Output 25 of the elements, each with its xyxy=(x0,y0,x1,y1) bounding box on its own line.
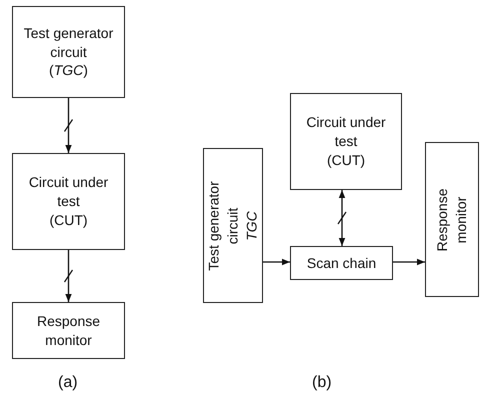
arrow xyxy=(64,98,73,153)
arrow xyxy=(64,250,73,302)
block-label: Response monitor xyxy=(433,186,470,254)
block-box xyxy=(290,246,393,280)
arrow xyxy=(263,258,290,266)
block-label: (CUT) xyxy=(49,210,88,230)
arrow xyxy=(338,190,346,246)
block-box xyxy=(203,148,263,303)
panel-label: (b) xyxy=(312,374,332,392)
block-box xyxy=(425,142,479,297)
panel-label: (a) xyxy=(58,374,78,392)
block-label: Test generator circuit xyxy=(22,24,114,62)
block-label: Circuit under test xyxy=(28,173,108,211)
block-box xyxy=(12,153,125,250)
block-label: TGC xyxy=(242,210,260,240)
block-label: (CUT) xyxy=(326,150,366,170)
block-box xyxy=(290,93,402,190)
block-label: Test generator circuit xyxy=(204,180,242,272)
block-box xyxy=(12,6,125,98)
block-box xyxy=(12,302,125,359)
block-label: Response monitor xyxy=(36,312,102,350)
block-label: Scan chain xyxy=(306,254,376,272)
arrow xyxy=(393,258,425,266)
block-label: (TGC) xyxy=(49,61,88,80)
block-label: Circuit under test xyxy=(306,113,386,151)
